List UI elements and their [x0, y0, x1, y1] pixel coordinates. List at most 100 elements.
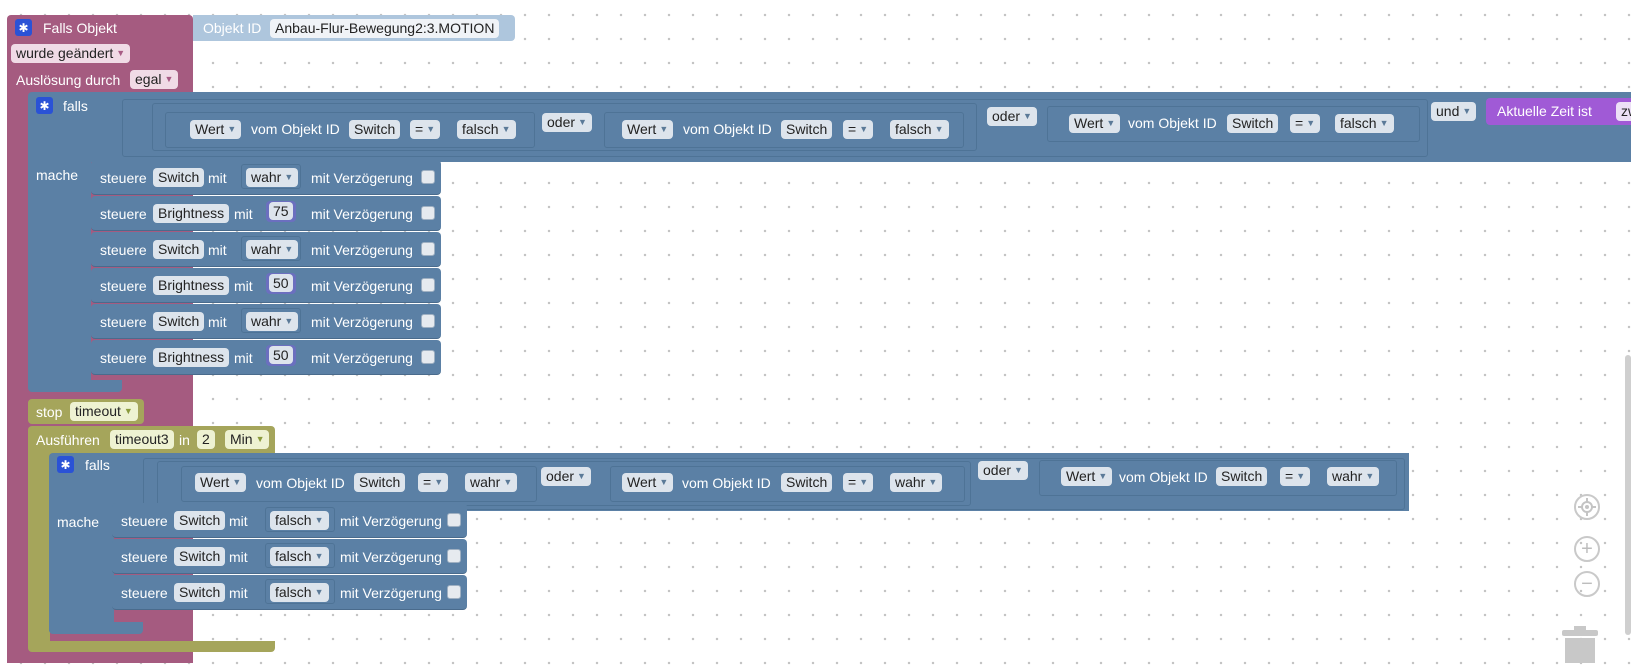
if1-cond2-object[interactable]: Switch [781, 120, 833, 139]
action-number-block[interactable]: 75 [266, 201, 296, 222]
chevron-down-icon: ▼ [1014, 465, 1023, 475]
delay-checkbox[interactable] [447, 585, 461, 599]
action-delay-label: mit Verzögerung [311, 206, 413, 222]
trigger-settings-icon[interactable]: ✱ [15, 19, 32, 36]
delay-checkbox[interactable] [421, 278, 435, 292]
chevron-down-icon: ▼ [314, 587, 324, 597]
action-delay-label: mit Verzögerung [311, 278, 413, 294]
if2-or-dropdown-1[interactable]: oder▼ [541, 467, 591, 486]
action-verb-label: steuere [121, 549, 168, 565]
if1-cond3-operator[interactable]: =▼ [1290, 114, 1321, 133]
if1-cond2-operator[interactable]: =▼ [843, 120, 874, 139]
if1-cond1-from-label: vom Objekt ID [251, 121, 340, 137]
chevron-down-icon: ▼ [859, 477, 869, 487]
action-value-dropdown[interactable]: falsch▼ [270, 583, 329, 602]
action-delay-label: mit Verzögerung [311, 242, 413, 258]
right-scrollbar[interactable] [1625, 355, 1631, 635]
chevron-down-icon: ▼ [1462, 106, 1472, 116]
action-object-field[interactable]: Brightness [153, 348, 230, 367]
chevron-down-icon: ▼ [232, 477, 242, 487]
trash-icon[interactable] [1560, 626, 1600, 663]
crosshair-svg [1578, 498, 1596, 516]
if2-cond2-value[interactable]: wahr▼ [890, 473, 943, 492]
time-compare-value[interactable]: zwis [1616, 102, 1631, 121]
action-value-dropdown[interactable]: wahr▼ [246, 240, 299, 259]
if2-cond2-object[interactable]: Switch [781, 473, 833, 492]
if1-mache-label: mache [36, 167, 79, 183]
if1-cond1-value[interactable]: falsch▼ [457, 120, 516, 139]
action-object-field[interactable]: Switch [153, 240, 205, 259]
if2-cond1-value[interactable]: wahr▼ [465, 473, 518, 492]
if1-cond3-prop[interactable]: Wert▼ [1069, 114, 1121, 133]
if2-cond1-from-label: vom Objekt ID [256, 475, 345, 491]
if2-settings-icon[interactable]: ✱ [57, 456, 74, 473]
delay-checkbox[interactable] [447, 513, 461, 527]
if2-cond2-prop[interactable]: Wert▼ [622, 473, 674, 492]
action-object-field[interactable]: Switch [153, 168, 205, 187]
action-mit-label: mit [229, 513, 248, 529]
if2-or-dropdown-2[interactable]: oder▼ [978, 461, 1028, 480]
action-value-dropdown[interactable]: falsch▼ [270, 511, 329, 530]
if1-and-dropdown[interactable]: und▼ [1431, 102, 1477, 121]
if1-settings-icon[interactable]: ✱ [36, 97, 53, 114]
action-number-value[interactable]: 75 [269, 202, 293, 220]
if1-cond3-value[interactable]: falsch▼ [1335, 114, 1394, 133]
if1-cond1-object[interactable]: Switch [349, 120, 401, 139]
action-number-block[interactable]: 50 [266, 345, 296, 366]
action-value-dropdown[interactable]: wahr▼ [246, 168, 299, 187]
timeout-name-field[interactable]: timeout3 [110, 430, 174, 449]
if2-cond3-value[interactable]: wahr▼ [1327, 467, 1380, 486]
zoom-out-icon[interactable]: − [1574, 571, 1600, 597]
chevron-down-icon: ▼ [1379, 118, 1389, 128]
if2-cond1-prop[interactable]: Wert▼ [195, 473, 247, 492]
chevron-down-icon: ▼ [1306, 118, 1316, 128]
action-object-field[interactable]: Switch [174, 583, 226, 602]
trigger-title: Falls Objekt [43, 20, 117, 36]
stop-timeout-dropdown[interactable]: timeout▼ [70, 402, 138, 421]
triggered-by-dropdown[interactable]: egal▼ [130, 70, 179, 89]
if2-cond3-object[interactable]: Switch [1216, 467, 1268, 486]
event-dropdown[interactable]: wurde geändert▼ [11, 44, 131, 63]
zoom-in-icon[interactable]: + [1574, 536, 1600, 562]
delay-checkbox[interactable] [421, 314, 435, 328]
if1-falls-label: falls [63, 98, 88, 114]
if1-cond1-operator[interactable]: =▼ [410, 120, 441, 139]
time-compare-block[interactable] [1486, 98, 1631, 125]
object-id-value[interactable]: Anbau-Flur-Bewegung2:3.MOTION [270, 19, 500, 38]
action-mit-label: mit [208, 242, 227, 258]
action-object-field[interactable]: Switch [174, 547, 226, 566]
delay-checkbox[interactable] [421, 170, 435, 184]
action-object-field[interactable]: Switch [153, 312, 205, 331]
if2-cond3-operator[interactable]: =▼ [1280, 467, 1311, 486]
timeout-block-body [28, 452, 50, 647]
if2-cond1-operator[interactable]: =▼ [418, 473, 449, 492]
chevron-down-icon: ▼ [1106, 118, 1116, 128]
action-object-field[interactable]: Brightness [153, 276, 230, 295]
chevron-down-icon: ▼ [659, 477, 669, 487]
chevron-down-icon: ▼ [501, 124, 511, 134]
if2-cond3-prop[interactable]: Wert▼ [1061, 467, 1113, 486]
action-number-value[interactable]: 50 [269, 274, 293, 292]
if1-cond2-prop[interactable]: Wert▼ [622, 120, 674, 139]
if1-or-dropdown-1[interactable]: oder▼ [542, 113, 592, 132]
action-number-value[interactable]: 50 [269, 346, 293, 364]
action-verb-label: steuere [100, 314, 147, 330]
if2-cond1-object[interactable]: Switch [354, 473, 406, 492]
action-object-field[interactable]: Switch [174, 511, 226, 530]
action-object-field[interactable]: Brightness [153, 204, 230, 223]
delay-checkbox[interactable] [421, 206, 435, 220]
timeout-amount-field[interactable]: 2 [197, 430, 215, 449]
crosshair-icon[interactable] [1574, 494, 1600, 520]
if1-cond1-prop[interactable]: Wert▼ [190, 120, 242, 139]
action-number-block[interactable]: 50 [266, 273, 296, 294]
timeout-unit-dropdown[interactable]: Min▼ [225, 430, 270, 449]
if1-cond2-value[interactable]: falsch▼ [890, 120, 949, 139]
if2-cond2-operator[interactable]: =▼ [843, 473, 874, 492]
delay-checkbox[interactable] [421, 350, 435, 364]
action-value-dropdown[interactable]: falsch▼ [270, 547, 329, 566]
action-value-dropdown[interactable]: wahr▼ [246, 312, 299, 331]
if1-cond3-object[interactable]: Switch [1227, 114, 1279, 133]
delay-checkbox[interactable] [421, 242, 435, 256]
if1-or-dropdown-2[interactable]: oder▼ [987, 107, 1037, 126]
delay-checkbox[interactable] [447, 549, 461, 563]
